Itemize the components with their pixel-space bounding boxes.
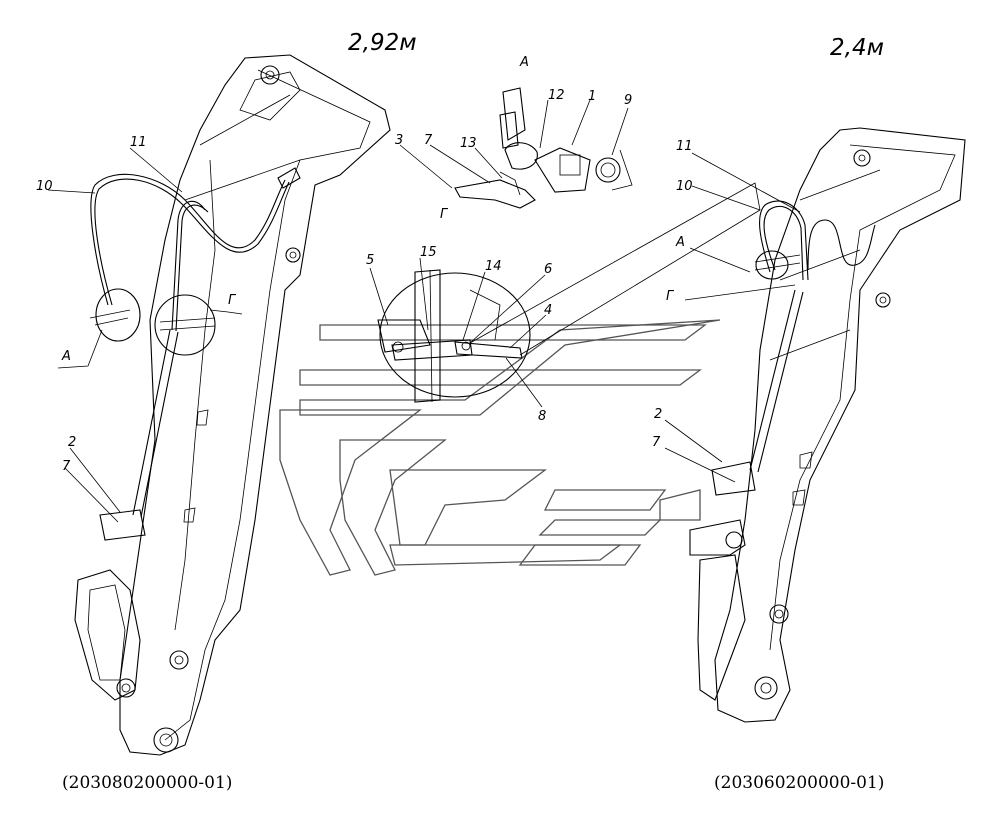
callout-a-3: 3: [395, 133, 403, 148]
callout-right-a: А: [675, 235, 685, 250]
right-boom-outline: [714, 127, 966, 723]
callout-g-8: 8: [538, 409, 546, 424]
callout-right-7: 7: [652, 435, 661, 450]
callout-a-1: 1: [588, 89, 596, 104]
right-boom-assembly: [664, 127, 966, 723]
callout-left-10: 10: [36, 179, 53, 194]
callout-a-13: 13: [460, 136, 477, 151]
callout-a-7: 7: [424, 133, 433, 148]
callout-g-14: 14: [485, 259, 502, 274]
left-boom-assembly: [47, 54, 391, 756]
right-length-label: 2,4м: [830, 35, 884, 61]
left-hose-10: [90, 173, 286, 306]
callout-g-5: 5: [366, 253, 374, 268]
callout-left-7: 7: [62, 459, 71, 474]
callout-g-6: 6: [544, 262, 552, 277]
callout-a-12: 12: [548, 88, 565, 103]
callout-a-9: 9: [624, 93, 632, 108]
callout-left-11: 11: [130, 135, 147, 150]
left-boom-outline: [119, 54, 391, 756]
left-length-label: 2,92м: [348, 30, 417, 56]
callout-g-15: 15: [420, 245, 437, 260]
callout-right-11: 11: [676, 139, 693, 154]
detail-g: [369, 182, 761, 408]
callout-right-2: 2: [654, 407, 662, 422]
callout-left-g: Г: [228, 293, 237, 308]
right-part-number: (203060200000-01): [714, 773, 884, 793]
detail-a: [399, 87, 633, 209]
callout-g-4: 4: [544, 303, 552, 318]
detail-g-title: Г: [440, 207, 449, 222]
callout-left-a: А: [61, 349, 71, 364]
left-part-number: (203080200000-01): [62, 773, 232, 793]
watermark-logo: [279, 319, 721, 576]
callout-right-g: Г: [666, 289, 675, 304]
detail-a-title: А: [519, 55, 529, 70]
callout-right-10: 10: [676, 179, 693, 194]
callout-left-2: 2: [68, 435, 76, 450]
